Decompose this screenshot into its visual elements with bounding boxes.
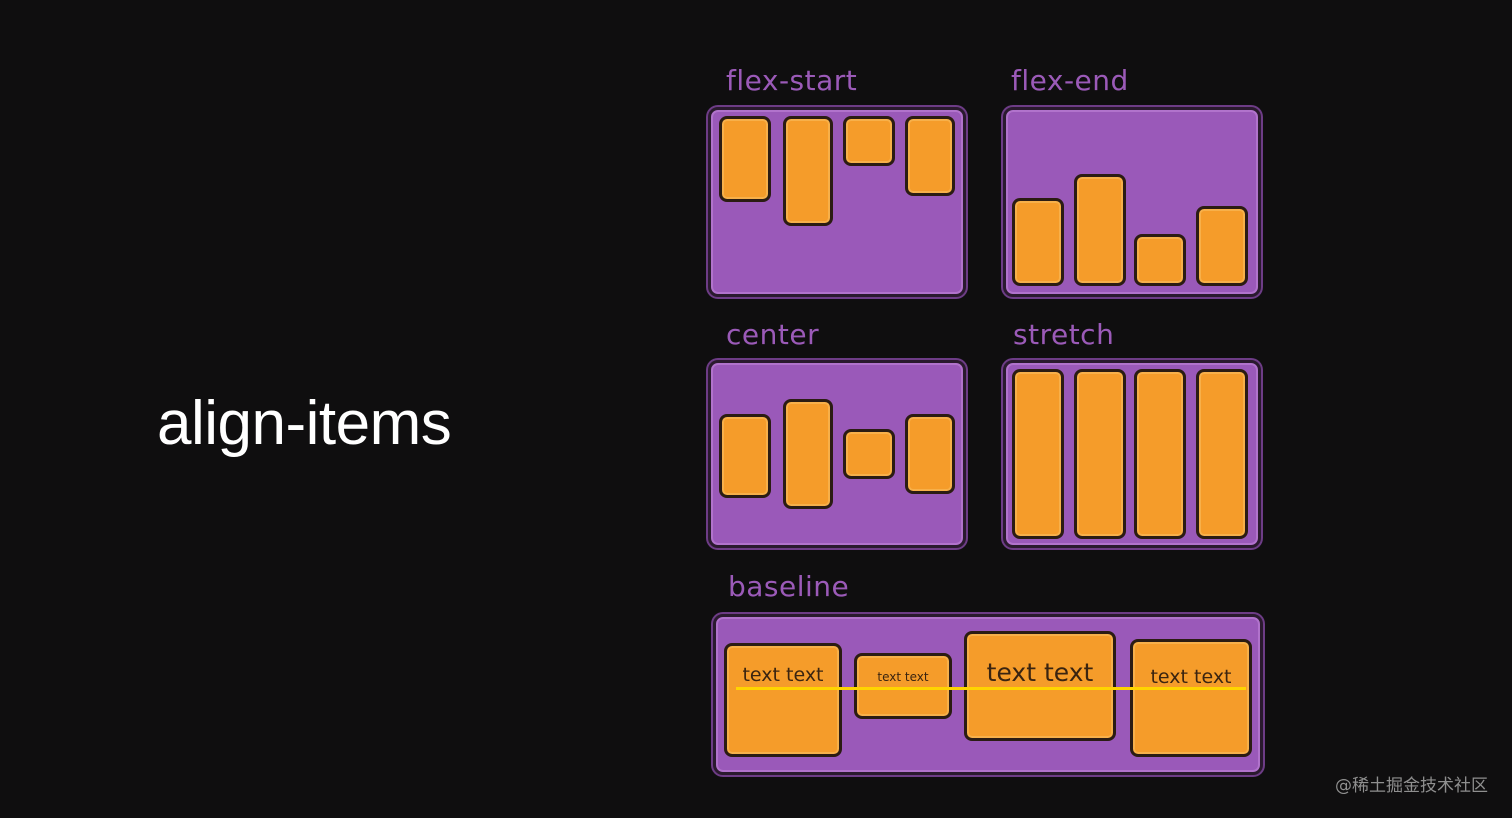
baseline-item-3-text: text text <box>986 658 1094 687</box>
center-item-4 <box>905 414 955 494</box>
baseline-item-2: text text <box>854 653 952 719</box>
stretch-container <box>1003 360 1261 548</box>
flex-start-label: flex-start <box>726 64 858 97</box>
flex-end-item-4 <box>1196 206 1248 286</box>
stretch-item-3 <box>1134 369 1186 539</box>
center-item-3 <box>843 429 895 479</box>
flex-start-item-1 <box>719 116 771 202</box>
stretch-item-4 <box>1196 369 1248 539</box>
flex-end-item-3 <box>1134 234 1186 286</box>
baseline-item-4: text text <box>1130 639 1252 757</box>
baseline-container: text text text text text text text text <box>713 614 1263 775</box>
flex-end-item-1 <box>1012 198 1064 286</box>
baseline-guide-line <box>736 687 1246 690</box>
flex-end-label: flex-end <box>1011 64 1129 97</box>
baseline-item-1: text text <box>724 643 842 757</box>
flex-end-container <box>1003 107 1261 297</box>
stretch-label: stretch <box>1013 318 1115 351</box>
baseline-label: baseline <box>728 570 850 603</box>
center-label: center <box>726 318 820 351</box>
page-title: align-items <box>157 389 452 458</box>
stretch-item-2 <box>1074 369 1126 539</box>
stretch-item-1 <box>1012 369 1064 539</box>
flex-start-item-4 <box>905 116 955 196</box>
baseline-item-1-text: text text <box>742 664 824 686</box>
flex-start-item-2 <box>783 116 833 226</box>
baseline-item-2-text: text text <box>877 670 929 684</box>
center-container <box>708 360 966 548</box>
flex-end-item-2 <box>1074 174 1126 286</box>
flex-start-container <box>708 107 966 297</box>
watermark: @稀土掘金技术社区 <box>1335 776 1488 796</box>
flex-start-item-3 <box>843 116 895 166</box>
center-item-2 <box>783 399 833 509</box>
center-item-1 <box>719 414 771 498</box>
baseline-item-3: text text <box>964 631 1116 741</box>
baseline-item-4-text: text text <box>1150 666 1232 688</box>
